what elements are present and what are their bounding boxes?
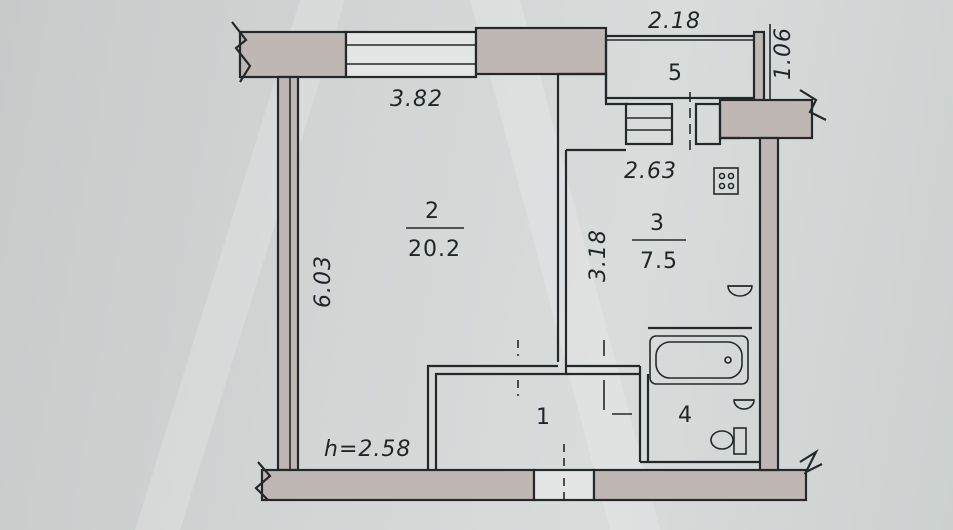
balcony: [604, 24, 771, 104]
dimension-kitchen-side: 3.18: [586, 229, 611, 282]
dimension-top-room2: 3.82: [390, 87, 443, 112]
dimension-kitchen-top: 2.63: [624, 159, 677, 184]
dimension-left-height: 6.03: [311, 255, 336, 308]
ceiling-height: h=2.58: [324, 437, 411, 462]
top-wall: [231, 21, 608, 83]
stove-icon: [713, 167, 739, 195]
room-1-number: 1: [536, 405, 551, 430]
left-wall: [276, 75, 300, 472]
room-2-area: 20.2: [408, 237, 461, 262]
bathtub-icon: [649, 335, 749, 385]
door-markers: [517, 92, 691, 500]
inner-walls: [426, 72, 760, 470]
washbasin-icon: [733, 399, 755, 410]
dimension-balcony-depth: 1.06: [771, 27, 796, 80]
right-wall: [718, 89, 827, 472]
kitchen-sink-icon: [727, 285, 753, 297]
toilet-icon: [710, 427, 747, 455]
room-3-number: 3: [650, 211, 665, 236]
dimension-top-balcony: 2.18: [648, 9, 701, 34]
room-4-number: 4: [678, 403, 693, 428]
room-2-number: 2: [425, 199, 440, 224]
labels: 3.82 2.18 1.06 5 2.63 2 20.2 3 7.5 3.18 …: [311, 9, 796, 462]
room-5-number: 5: [668, 61, 683, 86]
room-3-area: 7.5: [640, 249, 678, 274]
